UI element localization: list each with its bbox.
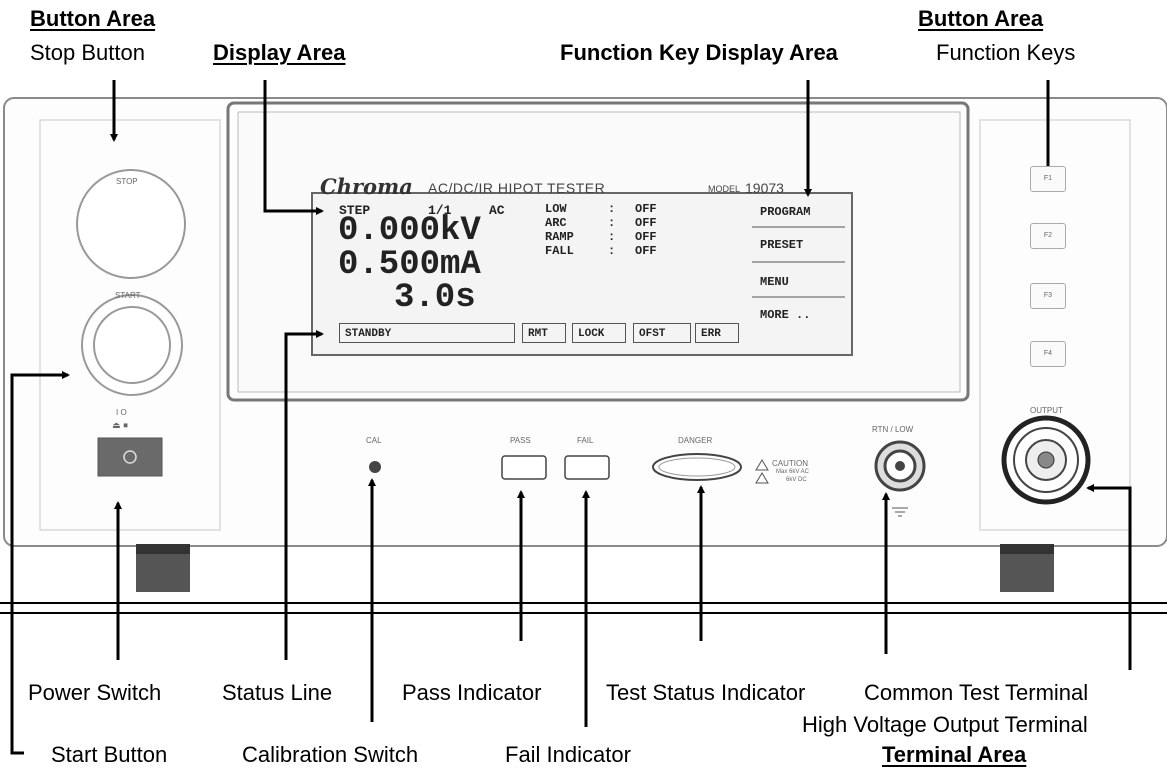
caution-triangle-icon-2 — [755, 472, 769, 484]
lcd-setting-value: OFF — [635, 216, 657, 230]
status-flag-err: ERR — [695, 323, 739, 343]
label-terminal-area: Terminal Area — [882, 742, 1027, 767]
label-power-switch: Power Switch — [28, 680, 162, 705]
lcd-setting-name: RAMP — [545, 230, 574, 244]
caution-sub2: 6kV DC — [786, 477, 807, 483]
stop-button[interactable] — [76, 169, 186, 279]
pass-indicator — [501, 455, 547, 480]
f4-key[interactable]: F4 — [1030, 341, 1066, 367]
model-title: AC/DC/IR HIPOT TESTER — [428, 180, 606, 196]
lcd-setting-name: LOW — [545, 202, 567, 216]
f3-key[interactable]: F3 — [1030, 283, 1066, 309]
common-test-terminal-pin — [895, 461, 905, 471]
label-high-voltage-output-terminal: High Voltage Output Terminal — [802, 712, 1088, 737]
label-button-area-left: Button Area — [30, 6, 156, 31]
ground-icon — [892, 507, 908, 517]
lcd-setting-value: OFF — [635, 202, 657, 216]
power-marks-glyph: ⏏ ⏹ — [112, 421, 128, 431]
calibration-switch[interactable] — [369, 461, 381, 473]
lcd-screen — [311, 192, 853, 356]
lcd-step-label: STEP — [339, 203, 371, 218]
label-display-area: Display Area — [213, 40, 346, 65]
rtn-label: RTN / LOW — [872, 425, 914, 434]
softkey-menu[interactable]: MENU — [760, 275, 789, 289]
foot-right-shade — [1000, 544, 1054, 554]
f1-key[interactable]: F1 — [1030, 166, 1066, 192]
f2-key[interactable]: F2 — [1030, 223, 1066, 249]
lcd-setting-value: OFF — [635, 230, 657, 244]
lcd-time: 3.0s — [394, 279, 476, 317]
lcd-setting-name: ARC — [545, 216, 567, 230]
fail-label: FAIL — [577, 436, 594, 445]
label-button-area-right: Button Area — [918, 6, 1044, 31]
softkey-more[interactable]: MORE .. — [760, 308, 811, 322]
label-function-keys: Function Keys — [936, 40, 1076, 65]
lcd-setting-colon: : — [608, 230, 616, 244]
output-terminal-center — [1037, 451, 1055, 469]
lcd-setting-colon: : — [608, 202, 616, 216]
label-start-button: Start Button — [51, 742, 168, 767]
chassis-inner-right — [979, 119, 1131, 531]
label-calibration-switch: Calibration Switch — [242, 742, 419, 767]
lcd-setting-value: OFF — [635, 244, 657, 258]
lcd-setting-name: FALL — [545, 244, 574, 258]
label-function-key-display-area: Function Key Display Area — [560, 40, 838, 65]
power-icon — [123, 450, 137, 464]
label-fail-indicator: Fail Indicator — [505, 742, 631, 767]
lcd-mode: AC — [489, 203, 505, 218]
lcd-step-value: 1/1 — [428, 203, 452, 218]
fail-indicator — [564, 455, 610, 480]
power-switch[interactable] — [97, 437, 163, 477]
lcd-current: 0.500mA — [338, 246, 481, 284]
status-flag-rmt: RMT — [522, 323, 566, 343]
danger-label: DANGER — [678, 436, 713, 445]
label-pass-indicator: Pass Indicator — [402, 680, 542, 705]
lcd-voltage: 0.000kV — [338, 212, 481, 250]
arrow-start-button — [10, 371, 70, 755]
arrow-display-area — [263, 80, 324, 215]
caution-sub1: Max 6kV AC — [776, 469, 810, 475]
softkey-program[interactable]: PROGRAM — [760, 205, 811, 219]
label-common-test-terminal: Common Test Terminal — [864, 680, 1089, 705]
test-status-indicator-inner — [658, 457, 736, 477]
lcd-setting-colon: : — [608, 216, 616, 230]
pass-label: PASS — [510, 436, 531, 445]
label-stop-button: Stop Button — [30, 40, 145, 65]
label-test-status-indicator: Test Status Indicator — [606, 680, 806, 705]
power-marks: I O — [116, 408, 127, 417]
start-label: START — [115, 291, 141, 300]
arrow-status-line — [284, 330, 324, 660]
caution-label: CAUTION — [772, 459, 808, 468]
caution-triangle-icon — [755, 459, 769, 471]
cal-label: CAL — [366, 436, 382, 445]
output-label: OUTPUT — [1030, 406, 1063, 415]
test-status-indicator — [652, 453, 742, 481]
status-flag-ofst: OFST — [633, 323, 691, 343]
start-button-inner — [93, 306, 171, 384]
stop-label: STOP — [116, 177, 138, 186]
foot-left-shade — [136, 544, 190, 554]
arrow-output-terminal — [1086, 484, 1132, 670]
model-word: MODEL — [708, 184, 741, 194]
status-flag-lock: LOCK — [572, 323, 626, 343]
brand-logo: Chroma — [320, 174, 413, 199]
lcd-setting-colon: : — [608, 244, 616, 258]
model-number: 19073 — [745, 180, 784, 196]
chassis-inner-left — [39, 119, 221, 531]
status-line: STANDBY — [339, 323, 515, 343]
softkey-preset[interactable]: PRESET — [760, 238, 804, 252]
label-status-line: Status Line — [222, 680, 333, 705]
